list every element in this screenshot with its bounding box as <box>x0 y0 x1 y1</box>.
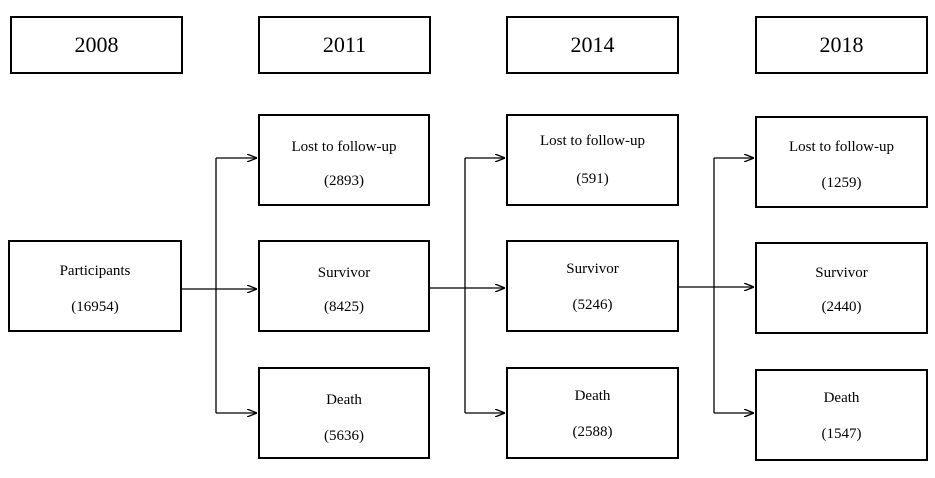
year-label: 2011 <box>322 32 367 57</box>
death-box-2014: Death (2588) <box>506 367 679 459</box>
year-box-2014: 2014 <box>506 16 679 74</box>
lost-box-2011: Lost to follow-up (2893) <box>258 114 430 206</box>
death-count: (2588) <box>572 424 613 440</box>
participants-box: Participants (16954) <box>8 240 182 332</box>
death-label: Death <box>574 388 611 404</box>
year-box-2018: 2018 <box>755 16 928 74</box>
year-label: 2018 <box>819 32 864 57</box>
survivor-box-2011: Survivor (8425) <box>258 240 430 332</box>
participants-label: Participants <box>59 263 131 279</box>
survivor-count: (8425) <box>324 299 364 315</box>
connector-2014-2018 <box>679 158 753 413</box>
lost-count: (1259) <box>821 175 862 191</box>
survivor-box-2018: Survivor (2440) <box>755 242 928 334</box>
lost-label: Lost to follow-up <box>789 139 894 155</box>
year-box-2011: 2011 <box>258 16 431 74</box>
survivor-count: (2440) <box>821 299 862 315</box>
death-label: Death <box>823 390 860 406</box>
death-label: Death <box>326 392 362 408</box>
lost-box-2018: Lost to follow-up (1259) <box>755 116 928 208</box>
year-label: 2014 <box>570 32 615 57</box>
death-count: (5636) <box>324 428 364 444</box>
death-box-2018: Death (1547) <box>755 369 928 461</box>
participants-count: (16954) <box>71 299 119 315</box>
survivor-box-2014: Survivor (5246) <box>506 240 679 332</box>
lost-count: (591) <box>576 171 609 187</box>
survivor-label: Survivor <box>566 261 619 277</box>
lost-count: (2893) <box>324 173 364 189</box>
survivor-label: Survivor <box>815 265 868 281</box>
year-label: 2008 <box>74 32 119 57</box>
year-box-2008: 2008 <box>10 16 183 74</box>
death-box-2011: Death (5636) <box>258 367 430 459</box>
lost-label: Lost to follow-up <box>540 133 645 149</box>
survivor-label: Survivor <box>317 265 371 281</box>
lost-box-2014: Lost to follow-up (591) <box>506 114 679 206</box>
survivor-count: (5246) <box>572 297 613 313</box>
connector-2008-2011 <box>182 158 256 413</box>
lost-label: Lost to follow-up <box>291 139 397 155</box>
death-count: (1547) <box>821 426 862 442</box>
connector-2011-2014 <box>430 158 504 413</box>
